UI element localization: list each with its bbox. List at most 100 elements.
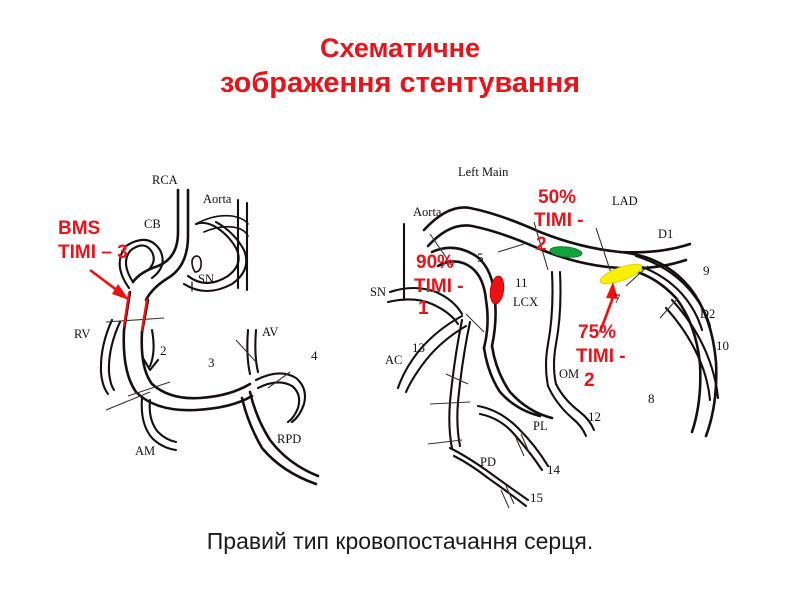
segment-tick-lca-6 [659, 297, 679, 319]
segment-tick-lca-5 [625, 265, 649, 287]
segment-tick-pl [520, 433, 530, 453]
arrow-head-yellow [606, 282, 618, 299]
obtuse-marginal-inner [552, 270, 562, 386]
second-diagonal-inner [664, 306, 712, 402]
segment-number-3: 3 [208, 355, 215, 370]
right-ventricular-branch-outer [99, 318, 114, 396]
posterior-descending-left-inner [452, 454, 528, 508]
label-ac: AC [385, 353, 402, 367]
left-coronary-artery-diagram: Left Main Aorta LAD D1 D2 SN LCX AC OM P… [370, 165, 729, 509]
segment-tick-lca-10 [427, 439, 463, 445]
posterior-descending-inner [240, 396, 318, 486]
arrow-shaft-yellow [598, 291, 617, 333]
label-rpd: RPD [277, 432, 301, 446]
segment-tick-rca-4 [235, 339, 257, 363]
label-av: AV [262, 325, 278, 339]
rca-mid-outer [122, 328, 254, 412]
segment-number-4: 4 [311, 348, 318, 363]
label-cb: CB [144, 217, 161, 231]
label-lcx: LCX [513, 295, 538, 309]
page-title: Схематичне зображення стентування [0, 32, 800, 101]
sinus-node-branch-a [195, 214, 249, 225]
segment-tick-rca-5 [267, 371, 291, 389]
lad-distal-inner [618, 266, 702, 434]
rca-small-branch-tip [141, 356, 160, 372]
annotation-lad-mid-line-3: 2 [584, 370, 595, 391]
second-diagonal-outer [670, 298, 720, 400]
stent-blob-red-lcx [489, 275, 505, 305]
annotation-lad-mid-line-1: 75% [578, 322, 616, 343]
segment-number-12: 12 [588, 409, 601, 424]
atrial-circumflex-outer [396, 314, 464, 390]
posterior-descending-left-outer [448, 446, 530, 502]
annotation-lcx-line-2: TIMI - [414, 276, 464, 297]
conus-branch-loop [124, 244, 155, 284]
segment-tick-lca-8 [445, 373, 469, 385]
annotation-lad-prox-line-2: TIMI - [534, 210, 584, 231]
posterolateral-left-outer [476, 404, 550, 468]
lad-mid-annotation-arrow [598, 282, 618, 333]
acute-marginal-branch-outer [140, 396, 178, 452]
label-left-main: Left Main [458, 165, 509, 179]
conus-branch-outer [118, 238, 164, 290]
arrow-head [112, 284, 129, 300]
segment-tick-lca-1 [429, 233, 453, 267]
label-rv: RV [74, 327, 90, 341]
title-line-2: зображення стентування [219, 67, 581, 99]
label-d1: D1 [658, 227, 673, 241]
segment-tick-lca-9 [429, 401, 471, 405]
segment-tick-pd-2 [500, 489, 510, 509]
sn-artery-left-panel-upper [388, 286, 464, 316]
segment-number-13: 13 [412, 340, 425, 355]
om-distal-outer [546, 384, 588, 438]
posterolateral-left-inner [478, 412, 544, 472]
label-sn-left-panel: SN [370, 285, 386, 299]
lcx-left-descending-inner [456, 320, 472, 448]
segment-tick-pl-2 [515, 437, 525, 457]
rca-trunk-outer [131, 188, 180, 284]
stent-line-inner [140, 298, 149, 332]
segment-number-15: 15 [530, 490, 543, 505]
segment-tick-lca-3 [533, 221, 549, 271]
label-lad: LAD [612, 194, 638, 208]
atrial-circumflex-inner [404, 324, 468, 394]
slide-caption: Правий тип кровопостачання серця. [206, 528, 594, 554]
lcx-inner [436, 260, 489, 350]
sinus-node-artery-lower [182, 220, 248, 293]
sinus-node-nodule [191, 255, 202, 273]
segment-number-14: 14 [547, 462, 561, 477]
label-am: AM [135, 444, 155, 458]
left-main-lad-outer [422, 206, 692, 254]
annotation-bms-line-1: BMS [58, 218, 100, 239]
lcx-outer [430, 246, 497, 348]
sinus-node-branch-b [203, 225, 249, 237]
segment-number-10: 10 [716, 338, 729, 353]
segment-number-2: 2 [160, 343, 167, 358]
rca-trunk-inner [144, 188, 190, 302]
label-rca: RCA [152, 173, 178, 187]
label-om: OM [559, 367, 579, 381]
first-diagonal-outer [634, 254, 712, 328]
annotation-lad-mid-line-2: TIMI - [576, 346, 626, 367]
lcx-distal-inner [482, 346, 542, 418]
segment-tick-lca-7 [465, 313, 485, 333]
acute-marginal-branch-inner [148, 398, 178, 444]
segment-tick-rca-2 [127, 381, 171, 397]
stent-line-outer [122, 291, 131, 328]
label-d2: D2 [700, 307, 715, 321]
segment-tick-rca-3 [105, 391, 151, 411]
posterolateral-branch-outer [254, 372, 307, 424]
segment-number-8: 8 [648, 391, 655, 406]
label-aorta-left-panel: Aorta [413, 205, 442, 219]
rca-small-branch [148, 328, 155, 368]
lcx-distal-outer [490, 344, 554, 420]
segment-number-11: 11 [515, 275, 528, 290]
annotation-lcx-line-1: 90% [416, 252, 454, 273]
segment-tick-lca-2 [497, 243, 525, 253]
annotation-lad-prox-line-1: 50% [538, 187, 576, 208]
posterolateral-branch-inner [256, 381, 301, 424]
annotation-lad-prox-line-3: 2 [536, 234, 547, 255]
lcx-left-descending-outer [448, 318, 464, 450]
